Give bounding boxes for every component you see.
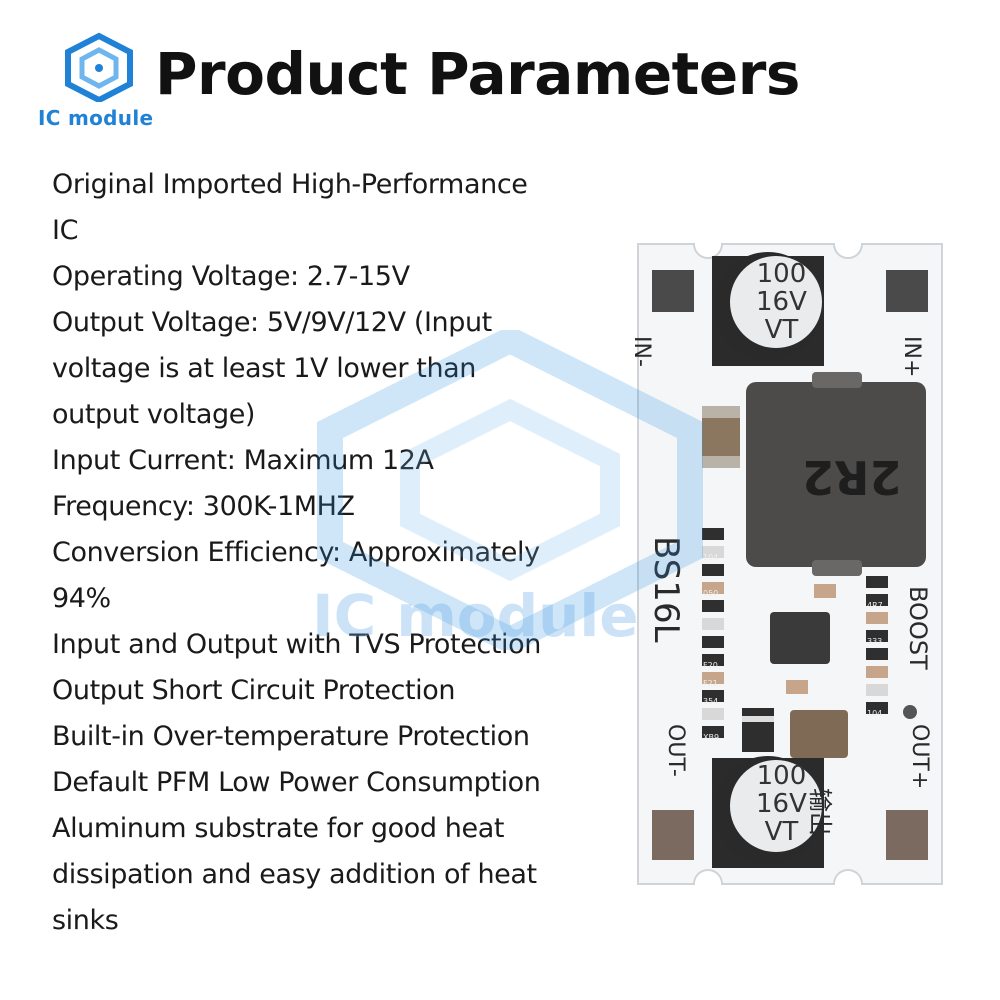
param-line: IC [52, 215, 79, 246]
param-line: output voltage) [52, 399, 256, 430]
label-output-cn: 输出 [806, 788, 834, 836]
bottom-capacitor-marking: 100 16V VT [756, 762, 807, 846]
param-line: dissipation and easy addition of heat [52, 859, 537, 890]
param-line: Frequency: 300K-1MHZ [52, 491, 355, 522]
resistor-code: XB9 [703, 733, 720, 742]
inductor-marking: 2R2 [802, 450, 902, 504]
pad-in-minus [652, 270, 694, 312]
param-line: Input Current: Maximum 12A [52, 445, 434, 476]
resistor-code: 050 [703, 589, 719, 598]
label-out-plus: OUT+ [907, 724, 932, 790]
resistor-code: 4R7 [867, 601, 883, 610]
capacitor-series: VT [764, 817, 799, 847]
brand-logo: IC module [38, 32, 168, 132]
resistor-column-right [786, 576, 888, 714]
label-in-minus: IN- [629, 336, 654, 367]
pad-in-plus [886, 270, 928, 312]
param-line: 94% [52, 583, 111, 614]
capacitor-voltage: 16V [756, 789, 807, 819]
param-line: sinks [52, 905, 119, 936]
param-line: Output Voltage: 5V/9V/12V (Input [52, 307, 492, 338]
top-capacitor-marking: 100 16V VT [756, 260, 807, 344]
model-label: BS16L [646, 536, 686, 643]
resistor-column-left [702, 528, 724, 738]
logo-text: IC module [38, 106, 154, 130]
capacitor-value: 100 [756, 761, 807, 791]
param-line: Original Imported High-Performance [52, 169, 528, 200]
page-title: Product Parameters [155, 40, 800, 108]
resistor-code: 104 [703, 553, 719, 562]
parameter-list: Original Imported High-Performance IC Op… [52, 162, 612, 944]
param-line: Aluminum substrate for good heat [52, 813, 505, 844]
resistor-code: 354 [703, 697, 719, 706]
capacitor-series: VT [764, 315, 799, 345]
pcb-illustration [637, 243, 943, 885]
capacitor-voltage: 16V [756, 287, 807, 317]
pad-out-plus [886, 810, 928, 860]
label-in-plus: IN+ [899, 336, 924, 378]
label-boost: BOOST [904, 586, 932, 670]
hexagon-logo-icon [65, 32, 133, 102]
resistor-code: 333 [867, 637, 883, 646]
resistor-code: F21 [703, 679, 718, 688]
param-line: Output Short Circuit Protection [52, 675, 456, 706]
capacitor-value: 100 [756, 259, 807, 289]
label-out-minus: OUT- [663, 724, 688, 777]
param-line: voltage is at least 1V lower than [52, 353, 477, 384]
boost-module-board: 100 16V VT 100 16V VT 2R2 IN- IN+ BS16L … [629, 240, 946, 888]
resistor-code: F20 [703, 661, 718, 670]
pad-out-minus [652, 810, 694, 860]
param-line: Conversion Efficiency: Approximately [52, 537, 540, 568]
param-line: Built-in Over-temperature Protection [52, 721, 530, 752]
param-line: Input and Output with TVS Protection [52, 629, 541, 660]
param-line: Operating Voltage: 2.7-15V [52, 261, 410, 292]
resistor-code: 104 [867, 709, 883, 718]
param-line: Default PFM Low Power Consumption [52, 767, 541, 798]
